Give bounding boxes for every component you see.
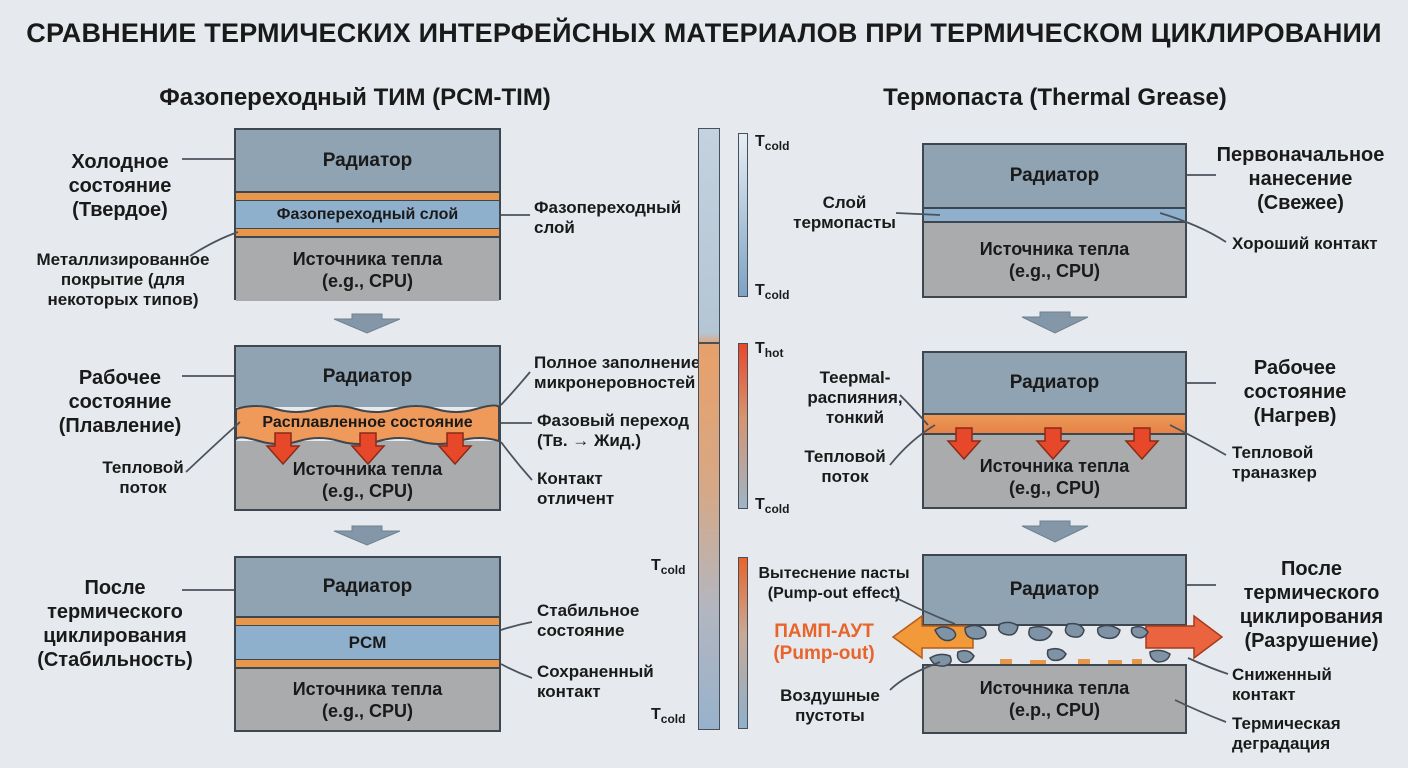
t-cold-label: Tcold: [755, 496, 790, 517]
right-heading: Термопаста (Thermal Grease): [883, 84, 1227, 111]
transfer-callout: Тепловой траназкер: [1232, 443, 1317, 482]
stage-label-fresh: Первоначальное нанесение (Свежее): [1216, 144, 1385, 214]
t-cold-label: Tcold: [755, 133, 790, 154]
heat-source-block: Источника тепла (e.g., CPU): [924, 435, 1185, 507]
radiator-after: Радиатор: [922, 554, 1187, 626]
contact-callout: Контакт отличент: [537, 469, 615, 508]
air-voids-callout: Воздушные пустоты: [780, 686, 880, 725]
left-heading: Фазопереходный ТИМ (PCM-TIM): [159, 84, 551, 111]
pcm-layer: PCM: [236, 626, 499, 660]
paste-layer-callout: Слой термопасты: [793, 193, 896, 232]
metal-coating-top: [236, 618, 499, 626]
kept-contact-callout: Сохраненный контакт: [537, 662, 654, 701]
grease-layer: [924, 209, 1185, 223]
pumpout-callout: Вытеснение пасты (Pump-out effect): [758, 565, 910, 602]
down-arrow-icon: [1021, 311, 1089, 334]
pcm-stack-cold: Радиатор Фазопереходный слой Источника т…: [234, 128, 501, 301]
radiator-block: Радиатор: [236, 130, 499, 193]
t-cold-label: Tcold: [651, 557, 686, 578]
molten-layer-label: Расплавленное состояние: [262, 414, 473, 431]
coating-callout: Металлизированное покрытие (для некоторы…: [36, 250, 210, 309]
t-cold-label: Tcold: [651, 706, 686, 727]
stage-label-working: Рабочее состояние (Плавление): [58, 367, 182, 437]
fill-callout: Полное заполнение микронеровностей: [534, 353, 701, 392]
grease-layer-hot: [924, 415, 1185, 435]
temp-scale-after: [738, 557, 748, 729]
t-hot-label: Thot: [755, 340, 784, 361]
good-contact-callout: Хороший контакт: [1232, 234, 1378, 253]
heat-flow-label: Тепловой поток: [804, 447, 886, 486]
down-arrow-icon: [1021, 520, 1089, 543]
radiator-block: Радиатор: [236, 558, 499, 618]
metal-coating-top: [236, 193, 499, 201]
pcm-layer-callout: Фазопереходный слой: [534, 198, 682, 237]
metal-coating-bottom: [236, 229, 499, 238]
heat-flow-label: Тепловой поток: [102, 458, 184, 497]
t-cold-label: Tcold: [755, 282, 790, 303]
molten-layer: [236, 404, 499, 445]
source-after: Источника тепла (e.p., CPU): [922, 664, 1187, 734]
heat-source-block: Источника тепла (e.g., CPU): [236, 441, 499, 509]
paste-fragments: [929, 621, 1171, 667]
heat-source-block: Источника тепла (e.p., CPU): [924, 666, 1185, 732]
heat-source-block: Источника тепла (e.g., CPU): [236, 669, 499, 730]
degradation-callout: Термическая деградация: [1232, 714, 1341, 753]
pcm-stack-working: Радиатор Источника тепла (e.g., CPU) Рас…: [234, 345, 501, 511]
pcm-stack-after: Радиатор PCM Источника тепла (e.g., CPU): [234, 556, 501, 732]
reduced-contact-callout: Сниженный контакт: [1232, 665, 1332, 704]
temp-scale-cycle: [738, 343, 748, 509]
down-arrow-icon: [333, 525, 401, 546]
pcm-layer: Фазопереходный слой: [236, 201, 499, 229]
stage-label-heated: Рабочее состояние (Нагрев): [1243, 357, 1347, 427]
heat-source-block: Источника тепла (e.g., CPU): [924, 223, 1185, 296]
heat-source-block: Источника тепла (e.g., CPU): [236, 238, 499, 301]
pump-out-label: ПАМП-АУТ (Pump-out): [773, 621, 875, 664]
stable-callout: Стабильное состояние: [537, 601, 640, 640]
phase-callout: Фазовый переход (Тв. → Жид.): [537, 411, 690, 450]
grease-stack-heated: Радиатор Источника тепла (e.g., CPU): [922, 351, 1187, 509]
stage-label-destroyed: После термического циклирования (Разруше…: [1239, 558, 1384, 652]
radiator-block: Радиатор: [924, 353, 1185, 415]
metal-coating-bottom: [236, 660, 499, 669]
grease-stack-fresh: Радиатор Источника тепла (e.g., CPU): [922, 143, 1187, 298]
page-title: СРАВНЕНИЕ ТЕРМИЧЕСКИХ ИНТЕРФЕЙСНЫХ МАТЕР…: [26, 18, 1382, 48]
spread-callout: Теермаl- распияния, тонкий: [807, 368, 903, 427]
radiator-block: Радиатор: [924, 145, 1185, 209]
radiator-block: Радиатор: [236, 347, 499, 407]
temp-scale-cold: [738, 133, 748, 297]
temperature-bar-divider: [698, 342, 720, 344]
temperature-bar-main: [698, 128, 720, 730]
down-arrow-icon: [333, 313, 401, 334]
stage-label-after: После термического циклирования (Стабиль…: [37, 577, 193, 671]
radiator-block: Радиатор: [924, 556, 1185, 624]
stage-label-cold: Холодное состояние (Твердое): [68, 151, 172, 221]
